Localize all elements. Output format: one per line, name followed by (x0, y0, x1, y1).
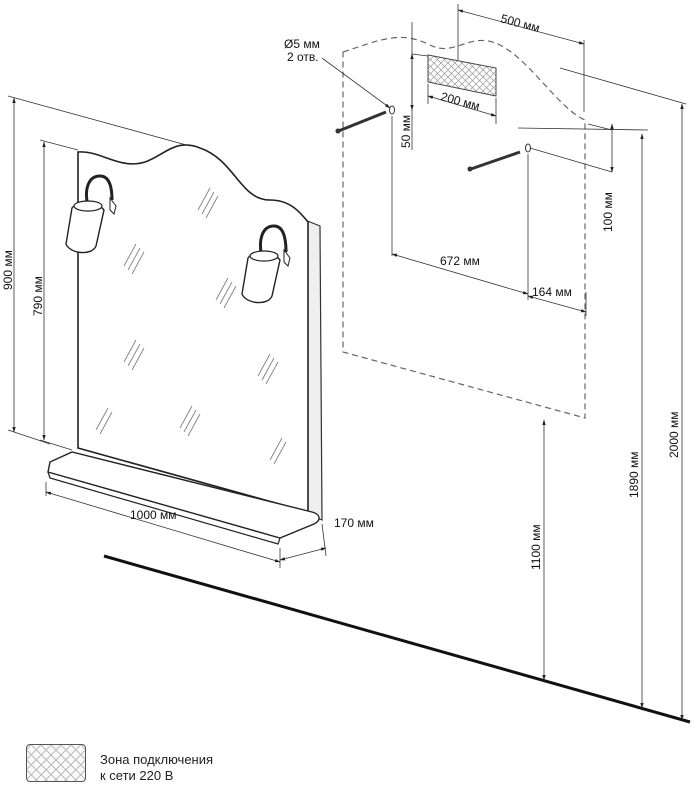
wall-zone-outline (342, 36, 586, 419)
mirror-glass (77, 144, 309, 514)
lamp-right-icon (241, 224, 291, 304)
dim-floor-to-top: 1890 мм (627, 451, 641, 498)
legend-line-1: Зона подключения (100, 752, 214, 767)
connection-zone-swatch (26, 744, 86, 782)
dim-zone-inner: 200 мм (439, 89, 481, 113)
lamp-left-icon (65, 174, 117, 254)
dim-hole-from-edge: 164 мм (532, 285, 572, 299)
legend-label: Зона подключения к сети 220 В (100, 752, 213, 784)
dim-zone-width: 500 мм (499, 11, 541, 35)
dim-height-total: 900 мм (1, 250, 15, 290)
dim-height-mirror: 790 мм (31, 276, 45, 316)
dim-width: 1000 мм (130, 508, 177, 522)
dimension-lines (7, 4, 687, 721)
legend-line-2: к сети 220 В (100, 768, 174, 783)
dim-hole-count: 2 отв. (287, 50, 319, 64)
screw-left-icon (335, 105, 395, 134)
dim-depth: 170 мм (334, 516, 374, 530)
dim-floor-to-zone: 2000 мм (667, 411, 681, 458)
dim-floor-to-bottom: 1100 мм (529, 524, 543, 570)
floor-line (103, 554, 691, 724)
connection-zone (427, 54, 497, 97)
dim-hole-diameter: Ø5 мм (284, 37, 320, 51)
dim-hole-offset: 100 мм (601, 192, 615, 232)
screw-right-icon (467, 143, 531, 172)
dim-hole-from-top: 50 мм (399, 115, 413, 148)
dim-holes-distance: 672 мм (440, 254, 480, 268)
mirror-glints (95, 187, 287, 465)
legend: Зона подключения к сети 220 В (26, 740, 326, 790)
